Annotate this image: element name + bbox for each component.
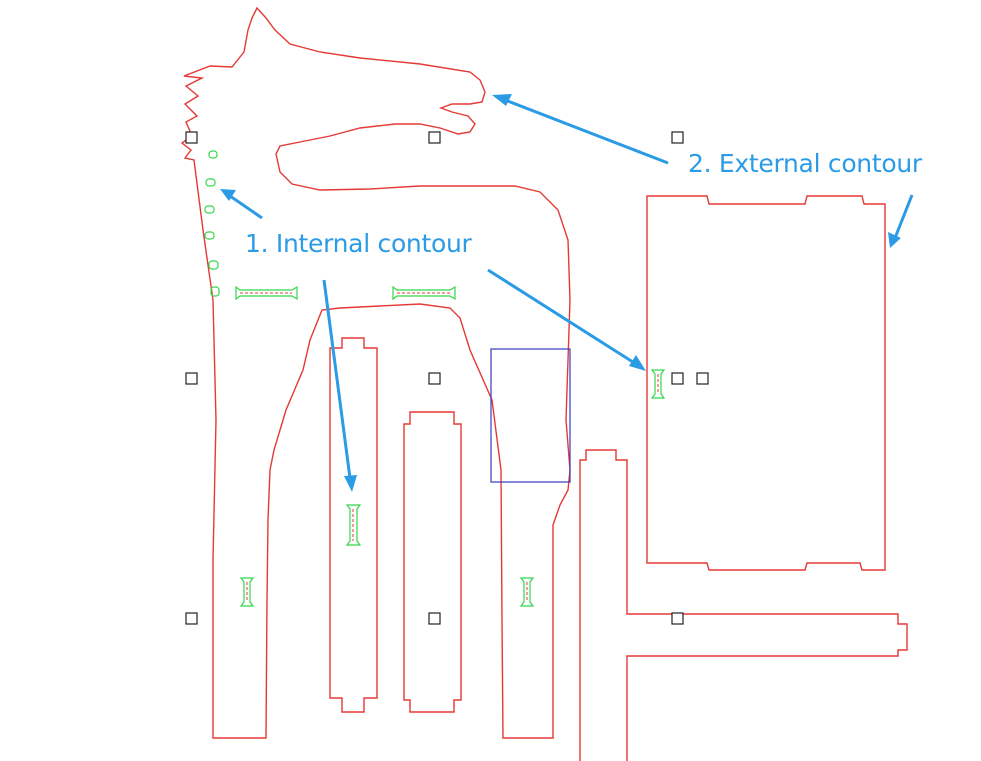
handle bbox=[185, 131, 198, 144]
slot-vertical-panel bbox=[650, 369, 666, 399]
internal-contours bbox=[204, 150, 666, 607]
slat-1-outline bbox=[329, 337, 378, 713]
selection-box[interactable] bbox=[490, 348, 571, 483]
arrow-head-icon bbox=[629, 355, 646, 371]
arrow-head-icon bbox=[220, 189, 236, 201]
handle bbox=[671, 131, 684, 144]
handle bbox=[185, 612, 198, 625]
neck-hole-1 bbox=[208, 150, 218, 159]
neck-hole-3 bbox=[204, 205, 215, 214]
neck-hole-2 bbox=[205, 178, 216, 187]
handle bbox=[428, 131, 441, 144]
neck-hole-5 bbox=[208, 260, 219, 270]
handle bbox=[671, 372, 684, 385]
handle bbox=[428, 372, 441, 385]
arrow-head-icon bbox=[492, 94, 512, 106]
slat-2-outline bbox=[403, 411, 462, 713]
arrow-to-slat-slot bbox=[322, 279, 352, 479]
handle bbox=[671, 612, 684, 625]
arrow-to-neck-holes bbox=[229, 194, 263, 220]
grid-handles[interactable] bbox=[185, 131, 709, 625]
slot-horizontal-1 bbox=[235, 285, 298, 301]
handle bbox=[185, 372, 198, 385]
neck-hole-6 bbox=[210, 286, 220, 297]
internal-contour-label: 1. Internal contour bbox=[245, 229, 472, 258]
slot-vertical-leg-1 bbox=[239, 577, 255, 607]
slot-horizontal-2 bbox=[392, 285, 456, 301]
arrow-to-panel-slot bbox=[487, 268, 637, 366]
arrow-to-head bbox=[504, 98, 669, 165]
arrow-head-icon bbox=[344, 475, 357, 492]
slot-vertical-leg-2 bbox=[519, 577, 535, 607]
slot-vertical-slat-1 bbox=[345, 504, 362, 546]
neck-hole-4 bbox=[204, 231, 215, 240]
external-contour-label: 2. External contour bbox=[688, 149, 922, 178]
head-neck-outline bbox=[180, 6, 571, 739]
l-part-outline bbox=[579, 449, 908, 761]
handle bbox=[428, 612, 441, 625]
panel-outline bbox=[646, 195, 886, 571]
arrow-head-icon bbox=[888, 232, 901, 248]
annotation-arrows bbox=[220, 94, 914, 492]
arrow-to-panel bbox=[893, 194, 914, 239]
handle bbox=[696, 372, 709, 385]
